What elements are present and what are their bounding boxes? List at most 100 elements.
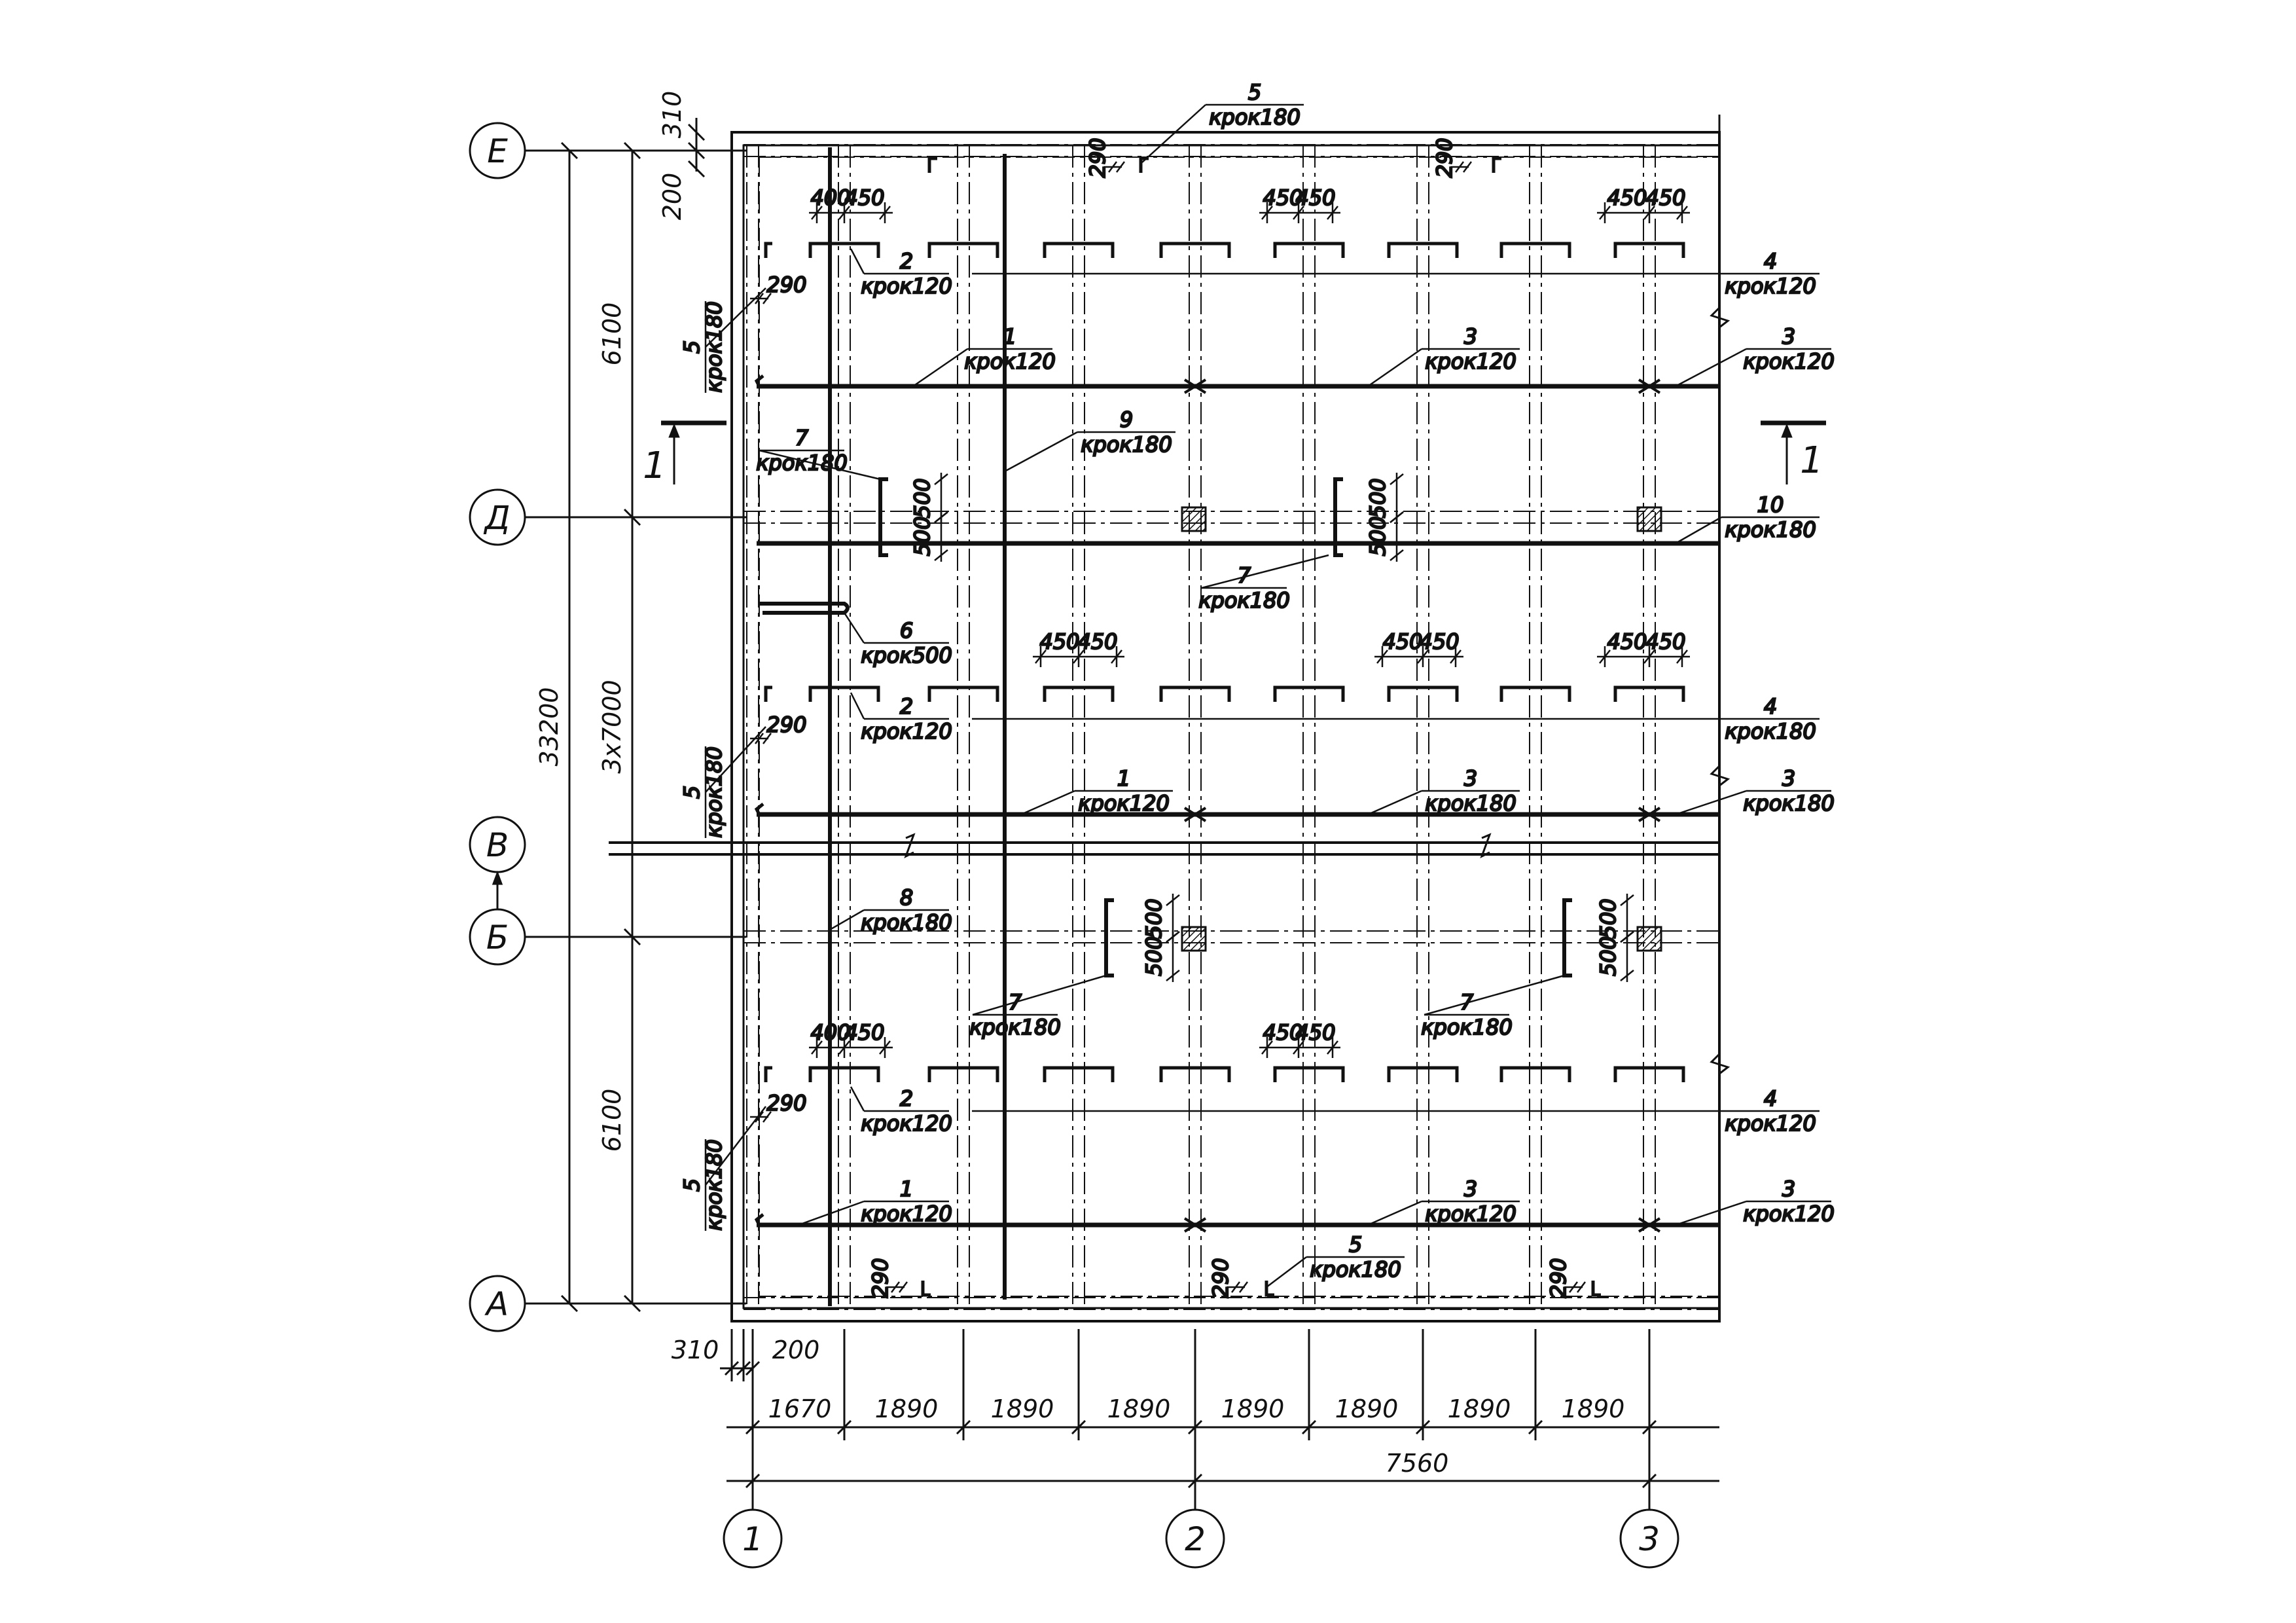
local-dim-tick: [1231, 1281, 1240, 1293]
callout-leader: [1141, 104, 1206, 163]
dim-total-height: 33200: [535, 687, 564, 767]
local-dim-label: 500: [1141, 936, 1166, 976]
dim-top-offset-310: 310: [658, 91, 687, 139]
top-bar-bracket: [808, 685, 880, 702]
callout-2-lower-mark: 2: [900, 1086, 913, 1111]
callout-8-step: крок180: [861, 910, 952, 935]
local-dim-tick: [1390, 511, 1404, 523]
local-dim-tick: [1390, 473, 1404, 485]
rebar-cross: [1638, 812, 1661, 822]
callout-leader: [1367, 1200, 1422, 1226]
rebar-bar-5: [1591, 1281, 1601, 1297]
callout-3-right-mid-mark: 3: [1782, 766, 1795, 791]
local-dim-label: 290: [766, 272, 806, 297]
local-dim-label: 290: [868, 1258, 893, 1298]
dim-tick: [736, 1360, 751, 1376]
callout-3-right-mid-step: крок180: [1743, 791, 1835, 816]
local-dim-label: 450: [1263, 1020, 1302, 1045]
rebar-hook: [754, 803, 764, 816]
local-dim-tick: [899, 1281, 908, 1293]
local-dim-label: 450: [844, 1020, 884, 1045]
section-mark-right: 1: [1800, 439, 1823, 482]
dim-bay-label: 1670: [768, 1395, 832, 1423]
local-dim-tick: [1390, 549, 1404, 561]
callout-9-mark: 9: [1120, 407, 1133, 432]
local-dim-tick: [1620, 894, 1634, 906]
top-bar-bracket: [764, 1066, 772, 1082]
callout-5-bottom-step: крок180: [1310, 1257, 1401, 1282]
callout-leader: [972, 974, 1107, 1016]
callout-layer: 5крок1802крок1204крок1201крок1203крок120…: [679, 79, 1835, 1288]
dim-bottom-total: 7560: [1386, 1449, 1449, 1478]
top-bar-bracket: [1499, 1066, 1571, 1082]
callout-3-lower-mark: 3: [1464, 1176, 1477, 1201]
local-dim-label: 500: [1596, 898, 1621, 938]
dim-tick: [1641, 1473, 1657, 1489]
top-bar-bracket: [927, 685, 999, 702]
dim-tick: [836, 1419, 852, 1435]
rebar-hook: [754, 374, 764, 388]
top-bar-bracket: [1387, 242, 1459, 258]
top-bar-bracket: [927, 1066, 999, 1082]
callout-10-step: крок180: [1725, 517, 1816, 542]
callout-2-top-mark: 2: [900, 249, 913, 274]
callout-leader: [843, 612, 865, 644]
rebar-bar-5: [927, 156, 937, 173]
dimension-left: [560, 118, 706, 1313]
dim-tick: [1301, 1419, 1317, 1435]
dim-bay-label: 1890: [875, 1395, 939, 1423]
axis-label-d: Д: [483, 499, 510, 537]
dim-bay-label: 1890: [1107, 1395, 1171, 1423]
local-dim-label: 290: [1432, 137, 1457, 177]
rebar-bar-7: [1104, 898, 1114, 977]
callout-10-mark: 10: [1757, 492, 1784, 517]
local-dim-tick: [934, 473, 948, 485]
callout-5-left-mid-step: крок180: [702, 746, 726, 838]
top-bar-bracket: [1387, 1066, 1459, 1082]
top-bar-bracket: [927, 242, 999, 258]
callout-leader: [705, 726, 766, 793]
dim-span-upper: 6100: [598, 302, 626, 366]
rebar-layer: [754, 147, 1719, 1306]
local-dim-label: 450: [1607, 185, 1647, 210]
callout-3-right-lower-step: крок120: [1743, 1201, 1835, 1226]
local-dim-tick: [755, 293, 764, 304]
local-dim-tick: [1455, 161, 1464, 173]
rebar-bar-5: [1265, 1281, 1274, 1297]
callout-leader: [1020, 790, 1075, 816]
top-bar-bracket: [1273, 1066, 1345, 1082]
callout-leader: [850, 248, 865, 274]
axis-label-2: 2: [1185, 1520, 1206, 1558]
callout-5-top-step: крок180: [1209, 105, 1300, 130]
local-dim-label: 450: [1295, 185, 1335, 210]
callout-leader: [912, 348, 968, 388]
callout-leader: [759, 449, 881, 481]
dim-top-offset-200: 200: [658, 173, 687, 221]
local-dim-tick: [1239, 1281, 1248, 1293]
dim-bottom-offset-200: 200: [772, 1336, 820, 1364]
callout-leader: [1424, 974, 1565, 1016]
callout-5-left-top-step: крок180: [702, 301, 726, 393]
callout-2-mid-step: крок120: [861, 719, 952, 744]
dim-tick: [1528, 1419, 1543, 1435]
dim-tick: [1071, 1419, 1086, 1435]
callout-leader: [705, 287, 766, 348]
local-dim-label: 290: [1208, 1258, 1233, 1298]
rebar-cross: [1638, 384, 1661, 394]
top-bar-bracket: [1159, 1066, 1231, 1082]
dim-bottom-offset-310: 310: [672, 1336, 719, 1364]
local-dim-label: 450: [1419, 629, 1459, 654]
rebar-bar-6: [759, 602, 850, 615]
column-b3: [1636, 926, 1662, 952]
local-dim-label: 290: [1546, 1258, 1571, 1298]
rebar-bar-5: [921, 1281, 931, 1297]
top-bar-bracket: [764, 242, 772, 258]
dim-bay-label: 1890: [1562, 1395, 1625, 1423]
callout-leader: [1675, 790, 1747, 816]
dim-span-middle: 3x7000: [598, 680, 626, 773]
callout-leader: [1367, 348, 1422, 388]
callout-7-lower-right-mark: 7: [1460, 990, 1474, 1015]
column-d3: [1636, 506, 1662, 532]
local-dim-label: 290: [1085, 137, 1110, 177]
